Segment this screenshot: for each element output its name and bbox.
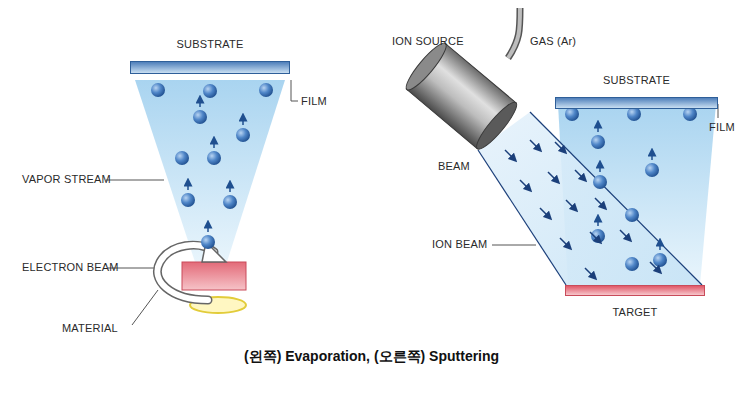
motion-arrow: [187, 182, 189, 190]
atom: [151, 83, 165, 97]
ion-arrow: [505, 150, 514, 159]
beam-edge: [478, 150, 566, 285]
atom: [627, 107, 641, 121]
substrate-bar: [130, 61, 290, 74]
ion-arrow: [650, 262, 659, 271]
motion-arrow: [199, 99, 201, 107]
atom: [236, 128, 250, 142]
atom: [645, 163, 659, 177]
atom: [625, 257, 639, 271]
substrate-plate: SUBSTRATE: [555, 74, 718, 109]
motion-arrow: [597, 218, 599, 226]
ion-arrow: [566, 200, 575, 209]
vapor-leader: [106, 180, 164, 181]
motion-arrow: [207, 224, 209, 232]
beam-edge: [530, 112, 702, 285]
motion-arrow: [229, 184, 231, 192]
atom: [203, 84, 217, 98]
ion-arrow: [530, 140, 539, 149]
atom: [683, 107, 697, 121]
material-leader: [132, 290, 158, 325]
atom: [201, 235, 215, 249]
atom: [207, 151, 221, 165]
substrate-plate: SUBSTRATE: [130, 38, 290, 74]
part-label: ION BEAM: [432, 238, 487, 250]
atom: [593, 175, 607, 189]
gas-pipe: [508, 8, 520, 58]
ion-arrow: [590, 232, 599, 241]
plate-label: TARGET: [565, 306, 705, 318]
ion-arrow: [585, 268, 594, 277]
film-label: FILM: [301, 95, 327, 107]
ion-arrow: [555, 142, 564, 151]
part-label: BEAM: [438, 160, 470, 172]
electron-beam: [157, 242, 226, 300]
motion-arrow: [597, 124, 599, 132]
ion-beam-leader: [492, 245, 536, 246]
atom: [181, 193, 195, 207]
ion-arrow: [595, 198, 604, 207]
film-label: FILM: [709, 121, 735, 133]
atom: [259, 83, 273, 97]
motion-arrow: [659, 242, 661, 250]
part-label: ELECTRON BEAM: [22, 261, 119, 273]
ion-arrow: [520, 180, 529, 189]
atom: [591, 135, 605, 149]
ion-arrow: [575, 170, 584, 179]
motion-arrow: [651, 152, 653, 160]
atom: [175, 151, 189, 165]
atom: [193, 110, 207, 124]
ion-beam-region: [478, 112, 702, 285]
atom: [565, 107, 579, 121]
film-leader: [291, 80, 298, 101]
figure-caption: (왼쪽) Evaporation, (오른쪽) Sputtering: [244, 348, 499, 366]
atom: [591, 229, 605, 243]
motion-arrow: [599, 164, 601, 172]
ion-arrow: [540, 208, 549, 217]
material-block: [182, 262, 246, 290]
vapor-cone: [135, 80, 285, 265]
gas-pipe: [508, 8, 520, 58]
part-label: VAPOR STREAM: [22, 173, 111, 185]
plate-label: SUBSTRATE: [555, 74, 718, 86]
target-plate: TARGET: [565, 285, 705, 318]
atom: [223, 195, 237, 209]
motion-arrow: [213, 140, 215, 148]
target-bar: [565, 285, 705, 296]
substrate-bar: [555, 97, 718, 109]
part-label: ION SOURCE: [392, 35, 464, 47]
part-label: GAS (Ar): [530, 35, 576, 47]
ion-source: [402, 39, 522, 153]
atom: [625, 208, 639, 222]
ion-arrow: [620, 230, 629, 239]
ion-arrow: [548, 172, 557, 181]
motion-arrow: [242, 117, 244, 125]
part-label: MATERIAL: [62, 322, 118, 334]
ion-arrow: [560, 238, 569, 247]
plate-label: SUBSTRATE: [130, 38, 290, 50]
atom: [653, 253, 667, 267]
